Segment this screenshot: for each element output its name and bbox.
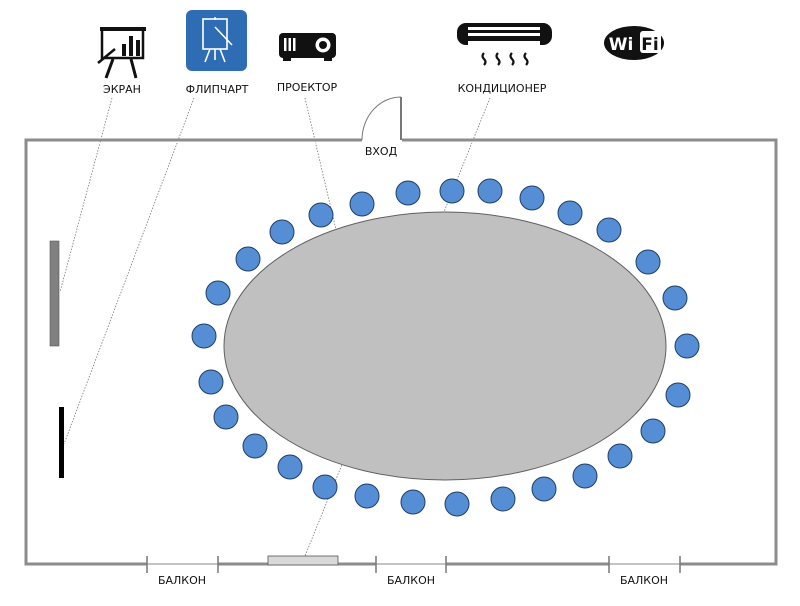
chair: [213, 404, 239, 430]
presentation-board-icon: [97, 27, 146, 79]
conference-table: [223, 211, 667, 481]
balcony-label-3: БАЛКОН: [620, 574, 668, 587]
chair: [572, 463, 598, 489]
chair: [198, 369, 224, 395]
entrance-door[interactable]: [361, 96, 402, 141]
chair: [191, 323, 217, 349]
chair: [242, 433, 268, 459]
flipchart-icon: [186, 10, 247, 71]
chair: [665, 382, 691, 408]
chair: [269, 219, 295, 245]
balcony-label-1: БАЛКОН: [158, 574, 206, 587]
wifi-icon-text-fi: Fi: [641, 35, 658, 55]
wall-top-right: [402, 138, 778, 566]
chair: [400, 489, 426, 515]
chair: [235, 246, 261, 272]
chair: [490, 486, 516, 512]
chair: [312, 474, 338, 500]
flipchart-bar: [59, 407, 64, 478]
air-conditioner-icon: [457, 23, 552, 66]
screen-bar: [49, 240, 60, 347]
chair: [674, 333, 700, 359]
chairs-group: [191, 178, 700, 517]
wall-top-left: [24, 138, 362, 566]
chair: [635, 249, 661, 275]
chair: [395, 180, 421, 206]
chair: [596, 217, 622, 243]
projector-label: ПРОЕКТОР: [277, 81, 338, 94]
chair: [444, 491, 470, 517]
chair: [277, 454, 303, 480]
ac-label: КОНДИЦИОНЕР: [458, 82, 547, 95]
chair: [205, 280, 231, 306]
wifi-icon-text-wi: Wi: [609, 35, 634, 55]
chair: [640, 418, 666, 444]
chair: [531, 476, 557, 502]
wifi-icon: Wi Fi: [604, 26, 664, 60]
chair: [439, 178, 465, 204]
window-unit: [267, 555, 339, 566]
entrance-label: ВХОД: [365, 145, 398, 158]
chair: [477, 178, 503, 204]
flipchart-label: ФЛИПЧАРТ: [186, 83, 249, 96]
chair: [519, 185, 545, 211]
chair: [662, 285, 688, 311]
screen-leader-line: [59, 97, 113, 293]
projector-leader-line: [304, 97, 346, 269]
chair: [557, 200, 583, 226]
chair: [607, 443, 633, 469]
flipchart-leader-line: [63, 97, 195, 445]
projector-icon: [279, 33, 336, 61]
balcony-label-2: БАЛКОН: [387, 574, 435, 587]
screen-label: ЭКРАН: [103, 83, 141, 96]
chair: [349, 191, 375, 217]
room-walls: [24, 138, 778, 573]
chair: [308, 202, 334, 228]
chair: [354, 483, 380, 509]
